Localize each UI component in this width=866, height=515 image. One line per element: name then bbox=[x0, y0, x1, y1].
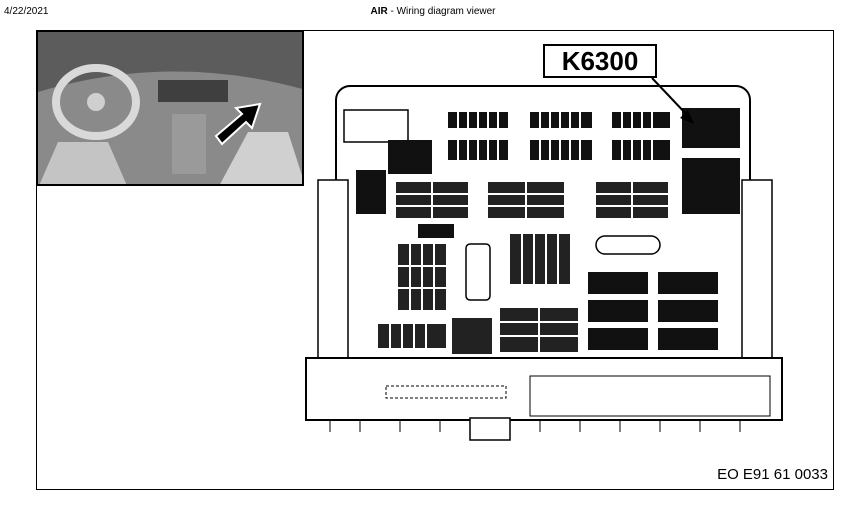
interior-photo-drawing bbox=[38, 32, 302, 184]
interior-location-photo bbox=[36, 30, 304, 186]
page-title: AIR - Wiring diagram viewer bbox=[0, 6, 866, 17]
print-date: 4/22/2021 bbox=[4, 6, 49, 17]
page-title-brand: AIR bbox=[370, 6, 388, 17]
page-title-text: - Wiring diagram viewer bbox=[387, 6, 496, 17]
diagram-reference-code: EO E91 61 0033 bbox=[717, 466, 828, 483]
relay-callout-label: K6300 bbox=[543, 44, 657, 78]
